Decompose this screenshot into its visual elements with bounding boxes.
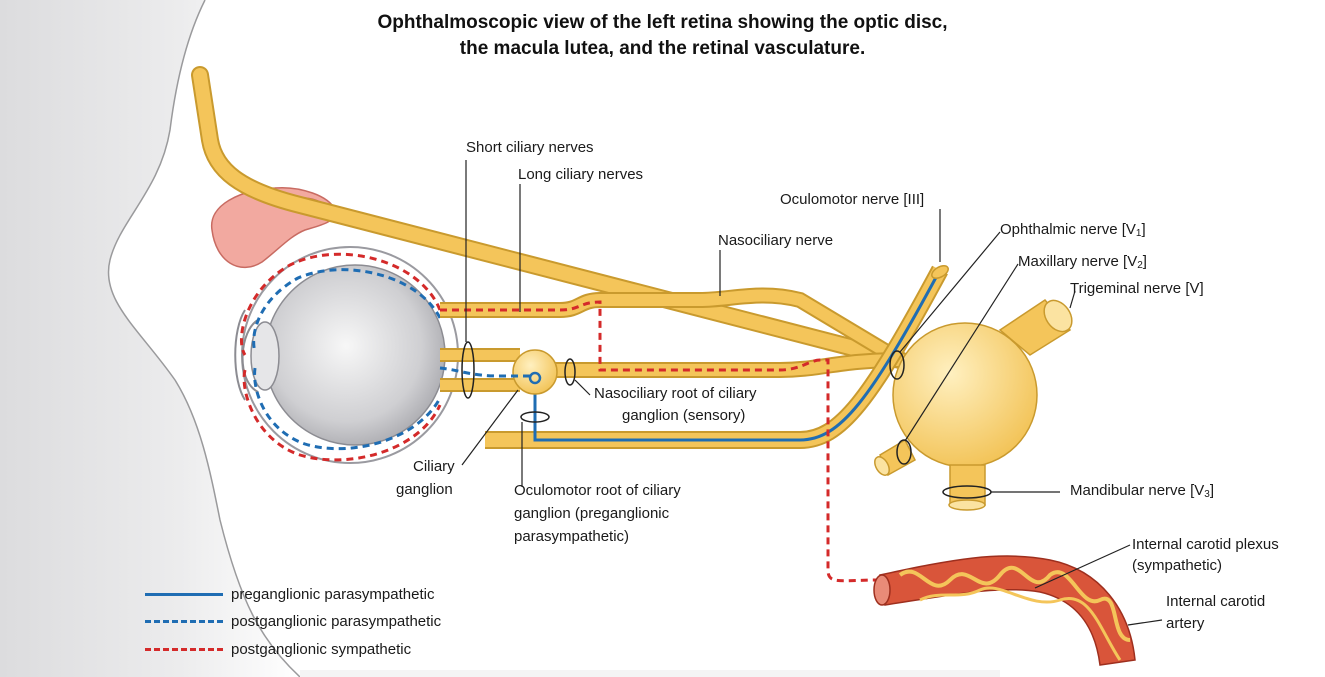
- label-carotid-artery-line-2: artery: [1166, 614, 1204, 634]
- label-ophthalmic-bracket: ]: [1141, 221, 1145, 238]
- label-oculomotor-nerve: Oculomotor nerve [III]: [780, 190, 924, 210]
- label-oculomotor-root-line-1: Oculomotor root of ciliary: [514, 481, 681, 501]
- label-maxillary-bracket: ]: [1143, 253, 1147, 270]
- label-ophthalmic-nerve: Ophthalmic nerve [V1]: [1000, 220, 1146, 244]
- label-mandibular-text: Mandibular nerve [V: [1070, 482, 1204, 499]
- label-ciliary-ganglion-line-2: ganglion: [396, 480, 453, 500]
- legend-label: postganglionic sympathetic: [231, 641, 411, 658]
- label-nasociliary-root-line-1: Nasociliary root of ciliary: [594, 384, 757, 404]
- label-trigeminal-nerve: Trigeminal nerve [V]: [1070, 279, 1204, 299]
- face-shading: [300, 670, 1000, 677]
- legend-label: postganglionic parasympathetic: [231, 613, 441, 630]
- label-ophthalmic-text: Ophthalmic nerve [V: [1000, 221, 1136, 238]
- label-carotid-artery-line-1: Internal carotid: [1166, 592, 1265, 612]
- eyeball: [235, 247, 458, 463]
- page-title-line-1: Ophthalmoscopic view of the left retina …: [200, 10, 1125, 36]
- internal-carotid-artery: [880, 556, 1135, 665]
- label-mandibular-nerve: Mandibular nerve [V3]: [1070, 481, 1214, 505]
- legend-row-postganglionic-sympathetic: postganglionic sympathetic: [145, 639, 411, 659]
- label-nasociliary-root-line-2: ganglion (sensory): [622, 406, 745, 426]
- label-ciliary-ganglion-line-1: Ciliary: [413, 457, 455, 477]
- label-oculomotor-root-line-3: parasympathetic): [514, 527, 629, 547]
- label-carotid-plexus-line-1: Internal carotid plexus: [1132, 535, 1279, 555]
- label-oculomotor-root-line-2: ganglion (preganglionic: [514, 504, 669, 524]
- mandibular-stub: [950, 465, 985, 505]
- legend-label: preganglionic parasympathetic: [231, 586, 434, 603]
- legend-row-postganglionic-parasympathetic: postganglionic parasympathetic: [145, 611, 441, 631]
- legend-swatch-dashed-blue: [145, 620, 223, 623]
- label-mandibular-bracket: ]: [1210, 482, 1214, 499]
- legend-row-preganglionic-parasympathetic: preganglionic parasympathetic: [145, 584, 434, 604]
- trigeminal-ganglion: [893, 323, 1037, 467]
- label-maxillary-text: Maxillary nerve [V: [1018, 253, 1137, 270]
- label-carotid-plexus-line-2: (sympathetic): [1132, 556, 1222, 576]
- legend-swatch-dashed-red: [145, 648, 223, 651]
- page-title-line-2: the macula lutea, and the retinal vascul…: [200, 36, 1125, 62]
- label-long-ciliary-nerves: Long ciliary nerves: [518, 165, 643, 185]
- label-maxillary-nerve: Maxillary nerve [V2]: [1018, 252, 1147, 276]
- label-nasociliary-nerve: Nasociliary nerve: [718, 231, 833, 251]
- legend-swatch-solid-blue: [145, 593, 223, 596]
- label-short-ciliary-nerves: Short ciliary nerves: [466, 138, 594, 158]
